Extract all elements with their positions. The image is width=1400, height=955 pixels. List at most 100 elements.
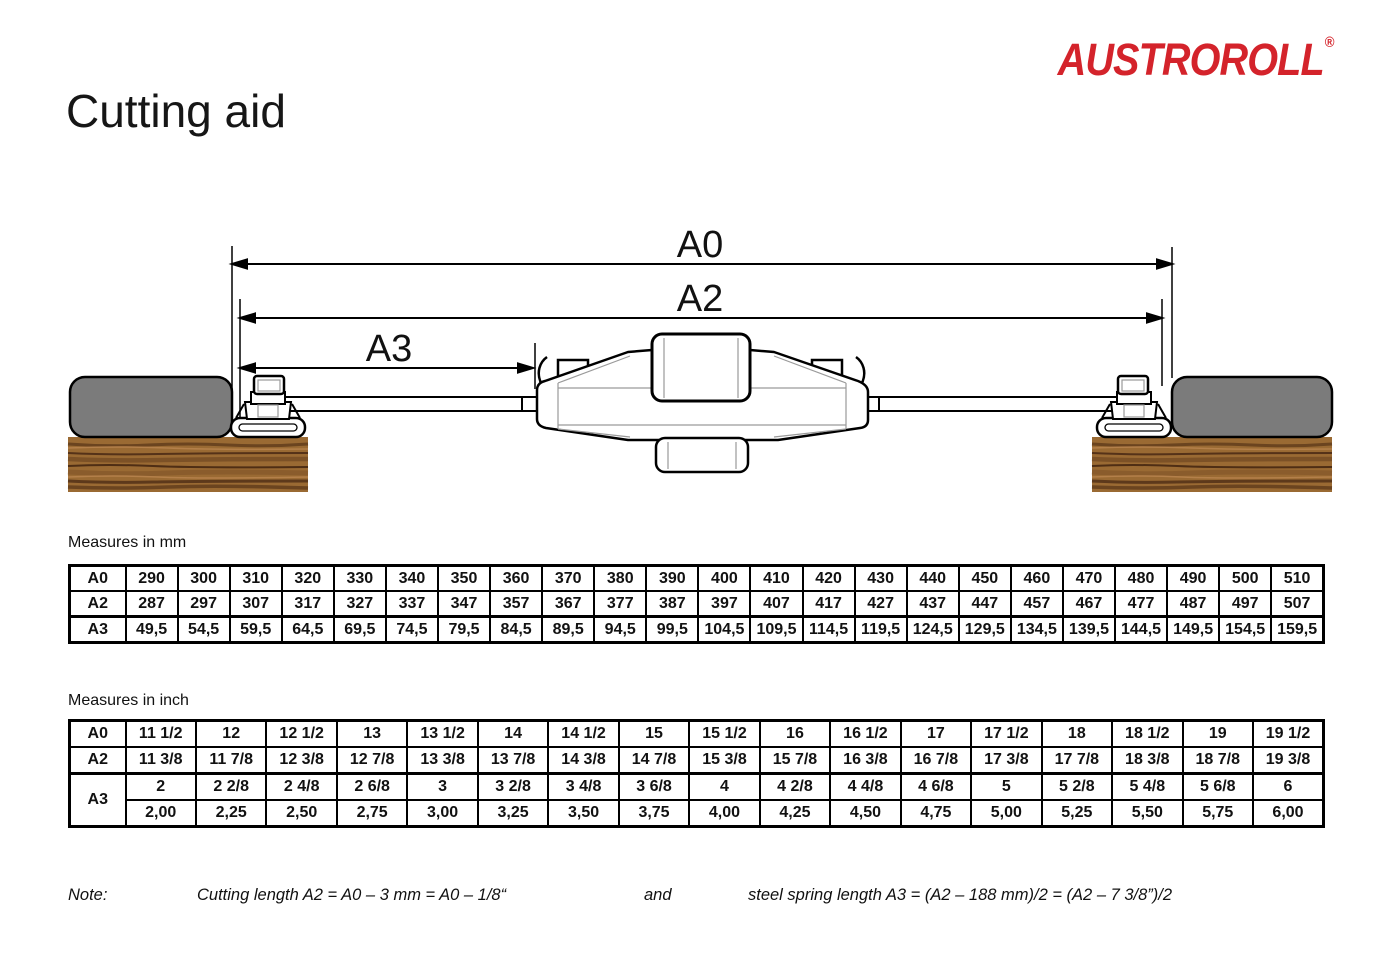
winder-top-boss xyxy=(650,332,752,403)
mm-a0-cell: 330 xyxy=(332,564,387,592)
mm-a0-cell: 420 xyxy=(801,564,856,592)
mm-a3-cell: 144,5 xyxy=(1113,615,1169,644)
inch-a3-decimal-cell: 6,00 xyxy=(1252,799,1325,828)
inch-a0-cell: 17 xyxy=(899,719,973,748)
inch-a0-cell: 19 xyxy=(1181,719,1255,748)
inch-a3-fraction-cell: 2 6/8 xyxy=(335,772,409,801)
mm-a2-cell: 337 xyxy=(384,590,439,618)
mm-a0-cell: 370 xyxy=(541,564,596,592)
extension-lines xyxy=(231,246,1173,443)
inch-a2-cell: 19 3/8 xyxy=(1252,746,1325,775)
inch-a0-cell: 14 xyxy=(476,719,550,748)
mm-a3-cell: 54,5 xyxy=(176,615,231,644)
inch-a2-cell: 12 7/8 xyxy=(335,746,409,775)
mm-a0-cell: 450 xyxy=(957,564,1012,592)
mm-a2-cell: 497 xyxy=(1218,590,1273,618)
inch-a3-decimal-cell: 3,75 xyxy=(617,799,691,828)
inch-a3-decimal-cell: 4,00 xyxy=(688,799,761,828)
inch-a2-cell: 17 3/8 xyxy=(970,746,1043,775)
mm-a3-cell: 74,5 xyxy=(384,615,439,644)
mm-a2-cell: 487 xyxy=(1166,590,1221,618)
registered-trademark-symbol: ® xyxy=(1325,34,1335,51)
mm-a0-cell: 320 xyxy=(280,564,335,592)
footnote: Note: Cutting length A2 = A0 – 3 mm = A0… xyxy=(68,886,1358,912)
spring-bar-left xyxy=(265,396,538,412)
mm-a3-cell: 94,5 xyxy=(593,615,648,644)
inch-a3-decimal-cell: 3,50 xyxy=(547,799,620,828)
mm-a2-cell: 387 xyxy=(645,590,700,618)
brand-logo-text: AUSTROROLL xyxy=(1058,34,1325,85)
page-title: Cutting aid xyxy=(66,85,286,137)
mm-a2-cell: 467 xyxy=(1061,590,1116,618)
inch-a3-decimal-cell: 5,75 xyxy=(1181,799,1255,828)
inch-a3-fraction-cell: 2 2/8 xyxy=(194,772,268,801)
mm-a3-cell: 154,5 xyxy=(1218,615,1273,644)
inch-a2-cell: 15 7/8 xyxy=(758,746,832,775)
mm-a0-cell: 400 xyxy=(697,564,752,592)
mm-a2-cell: 327 xyxy=(332,590,387,618)
mm-a2-cell: 317 xyxy=(280,590,335,618)
inch-a0-cell: 12 xyxy=(194,719,268,748)
inch-a3-decimal-cell: 4,75 xyxy=(899,799,973,828)
mm-a3-cell: 104,5 xyxy=(697,615,752,644)
mm-a2-cell: 357 xyxy=(489,590,544,618)
arrowhead xyxy=(228,258,248,270)
inch-a3-decimal-cell: 2,25 xyxy=(194,799,268,828)
mm-table-caption: Measures in mm xyxy=(68,534,187,551)
mm-a0-cell: 410 xyxy=(749,564,804,592)
mm-a3-cell: 159,5 xyxy=(1270,615,1325,644)
mm-a2-cell: 507 xyxy=(1270,590,1325,618)
inch-a3-fraction-cell: 4 4/8 xyxy=(829,772,902,801)
arrowhead xyxy=(236,362,256,374)
row-header: A3 xyxy=(68,772,127,828)
mm-a0-cell: 360 xyxy=(489,564,544,592)
mm-a3-cell: 99,5 xyxy=(645,615,700,644)
mm-a2-cell: 347 xyxy=(436,590,492,618)
mm-a0-cell: 500 xyxy=(1218,564,1273,592)
mm-a0-cell: 430 xyxy=(853,564,908,592)
mm-a0-cell: 460 xyxy=(1009,564,1064,592)
inch-a3-fraction-cell: 4 2/8 xyxy=(758,772,832,801)
mm-a3-cell: 79,5 xyxy=(436,615,492,644)
mm-a0-cell: 510 xyxy=(1270,564,1325,592)
bracket-left xyxy=(229,374,307,439)
mm-a0-cell: 310 xyxy=(228,564,283,592)
inch-a2-cell: 14 3/8 xyxy=(547,746,620,775)
winder-bottom-boss xyxy=(654,436,750,474)
inch-a3-decimal-cell: 5,50 xyxy=(1111,799,1184,828)
mm-a2-cell: 297 xyxy=(176,590,231,618)
row-header: A3 xyxy=(68,615,127,644)
mm-a3-cell: 119,5 xyxy=(853,615,908,644)
inch-a0-cell: 14 1/2 xyxy=(547,719,620,748)
mm-a2-cell: 307 xyxy=(228,590,283,618)
inch-a0-cell: 18 xyxy=(1040,719,1114,748)
wood-block-right xyxy=(1091,437,1333,492)
inch-a0-cell: 15 1/2 xyxy=(688,719,761,748)
inch-a0-cell: 19 1/2 xyxy=(1252,719,1325,748)
inch-a2-cell: 11 3/8 xyxy=(124,746,197,775)
mm-a3-cell: 139,5 xyxy=(1061,615,1116,644)
mm-a2-cell: 457 xyxy=(1009,590,1064,618)
mm-a0-cell: 390 xyxy=(645,564,700,592)
bracket-right xyxy=(1095,374,1173,439)
inch-a3-decimal-cell: 5,25 xyxy=(1040,799,1114,828)
inch-a0-cell: 17 1/2 xyxy=(970,719,1043,748)
spring-bar-right xyxy=(866,396,1136,412)
row-header: A0 xyxy=(68,719,127,748)
mm-a3-cell: 64,5 xyxy=(280,615,335,644)
mm-a3-cell: 59,5 xyxy=(228,615,283,644)
mm-a3-cell: 129,5 xyxy=(957,615,1012,644)
mm-a3-cell: 149,5 xyxy=(1166,615,1221,644)
inch-a3-fraction-cell: 4 xyxy=(688,772,761,801)
note-spring-length-formula: steel spring length A3 = (A2 – 188 mm)/2… xyxy=(748,886,1173,904)
inch-a3-fraction-cell: 3 2/8 xyxy=(476,772,550,801)
mm-a2-cell: 447 xyxy=(957,590,1012,618)
inch-a3-fraction-cell: 2 4/8 xyxy=(265,772,338,801)
arrowhead xyxy=(1156,258,1176,270)
